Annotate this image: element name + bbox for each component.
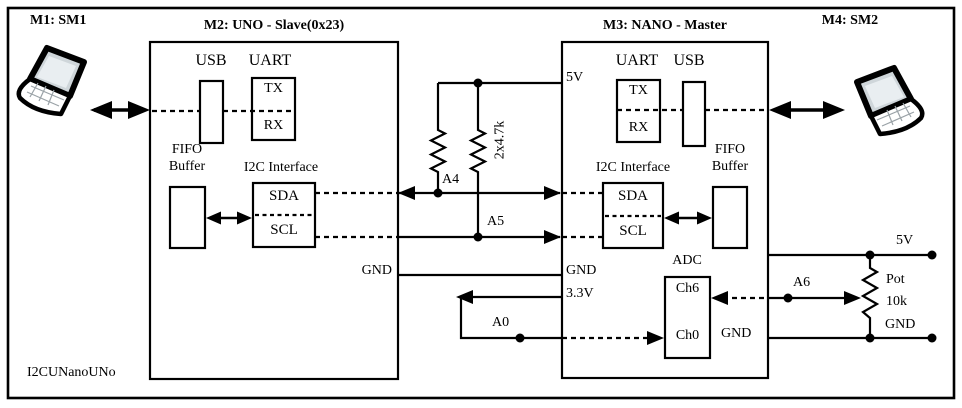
arrow-right-icon (647, 331, 664, 345)
signal-arrowheads (398, 186, 861, 345)
arrow-right-icon (544, 230, 561, 244)
pot-gnd-label: GND (885, 317, 916, 332)
outer-border (6, 6, 956, 400)
junction-dot (865, 250, 875, 260)
m2-uart-box (250, 76, 297, 142)
m3-uart-tx: TX (629, 83, 648, 98)
m1-laptop-icon (16, 45, 87, 117)
m3-3v3-label: 3.3V (566, 286, 594, 301)
wire-3v3-to-a0 (459, 295, 562, 340)
m3-adc-box (663, 275, 712, 360)
junction-dot (865, 333, 875, 343)
junction-dot (473, 78, 483, 88)
arrow-left-icon (456, 290, 473, 304)
terminal-dot (927, 250, 937, 260)
link-arrows (90, 101, 845, 119)
arrow-left-icon (769, 101, 791, 119)
m3-fifo-box (711, 185, 749, 250)
fifo-i2c-arrows (206, 211, 712, 225)
m2-fifo-label-line2: Buffer (168, 159, 206, 174)
junction-dots (433, 78, 937, 343)
diagram-caption: I2CUNanoUNo (27, 365, 116, 380)
pot-value-label: 10k (886, 294, 907, 309)
m3-i2c-label: I2C Interface (595, 160, 671, 175)
m3-sda-label: SDA (617, 188, 648, 204)
arrow-right-icon (544, 186, 561, 200)
m2-uart-label: UART (248, 52, 292, 69)
pullup-resistor-icon-sda (428, 83, 448, 193)
junction-dot (783, 293, 793, 303)
m3-fifo-label-line2: Buffer (711, 159, 749, 174)
wires (398, 81, 932, 340)
pullup-value-label: 2x4.7k (492, 120, 508, 160)
m3-usb-box (681, 80, 707, 148)
m3-uart-label: UART (615, 52, 659, 69)
potentiometer-icon (860, 255, 880, 338)
m4-title: M4: SM2 (821, 13, 879, 28)
m3-adc-ch0: Ch0 (675, 328, 700, 343)
arrow-left-icon (206, 211, 221, 225)
arrow-right-icon (823, 101, 845, 119)
m2-uart-tx: TX (264, 81, 283, 96)
m2-fifo-label-line1: FIFO (171, 142, 203, 157)
m3-fifo-label-line1: FIFO (714, 142, 746, 157)
m2-title: M2: UNO - Slave(0x23) (203, 18, 345, 33)
m2-fifo-box (168, 185, 207, 250)
m2-uart-rx: RX (263, 118, 284, 133)
m2-scl-label: SCL (270, 222, 298, 238)
arrow-right-icon (697, 211, 712, 225)
arrow-right-icon (844, 291, 861, 305)
m3-title: M3: NANO - Master (602, 18, 727, 33)
m3-adc-ch6: Ch6 (675, 281, 700, 296)
m2-usb-box (198, 79, 225, 145)
m3-gnd-right-label: GND (721, 326, 752, 341)
m2-i2c-label: I2C Interface (243, 160, 319, 175)
arrow-right-icon (128, 101, 150, 119)
junction-dot (515, 333, 525, 343)
net-a6-label: A6 (793, 275, 811, 290)
m1-title: M1: SM1 (30, 13, 87, 28)
m2-usb-label: USB (195, 52, 227, 69)
arrow-left-icon (664, 211, 679, 225)
m3-scl-label: SCL (619, 223, 647, 239)
net-a4-label: A4 (442, 172, 460, 187)
terminal-dot (927, 333, 937, 343)
arrow-left-icon (711, 291, 728, 305)
pullup-resistor-icon-scl (468, 83, 488, 237)
m2-gnd-label: GND (361, 263, 392, 278)
m2-sda-label: SDA (268, 188, 299, 204)
m3-adc-label: ADC (672, 253, 702, 268)
arrow-left-icon (90, 101, 112, 119)
m4-laptop-icon (854, 65, 925, 137)
m3-uart-rx: RX (628, 120, 649, 135)
m3-usb-label: USB (673, 52, 705, 69)
pot-name-label: Pot (886, 272, 905, 287)
pot-5v-label: 5V (896, 233, 914, 248)
net-a5-label: A5 (487, 214, 505, 229)
junction-dot (473, 232, 483, 242)
net-a0-label: A0 (492, 315, 510, 330)
junction-dot (433, 188, 443, 198)
arrow-right-icon (237, 211, 252, 225)
arrow-left-icon (398, 186, 415, 200)
m3-gnd-bus-label: GND (566, 263, 597, 278)
m3-5v-label: 5V (566, 70, 584, 85)
